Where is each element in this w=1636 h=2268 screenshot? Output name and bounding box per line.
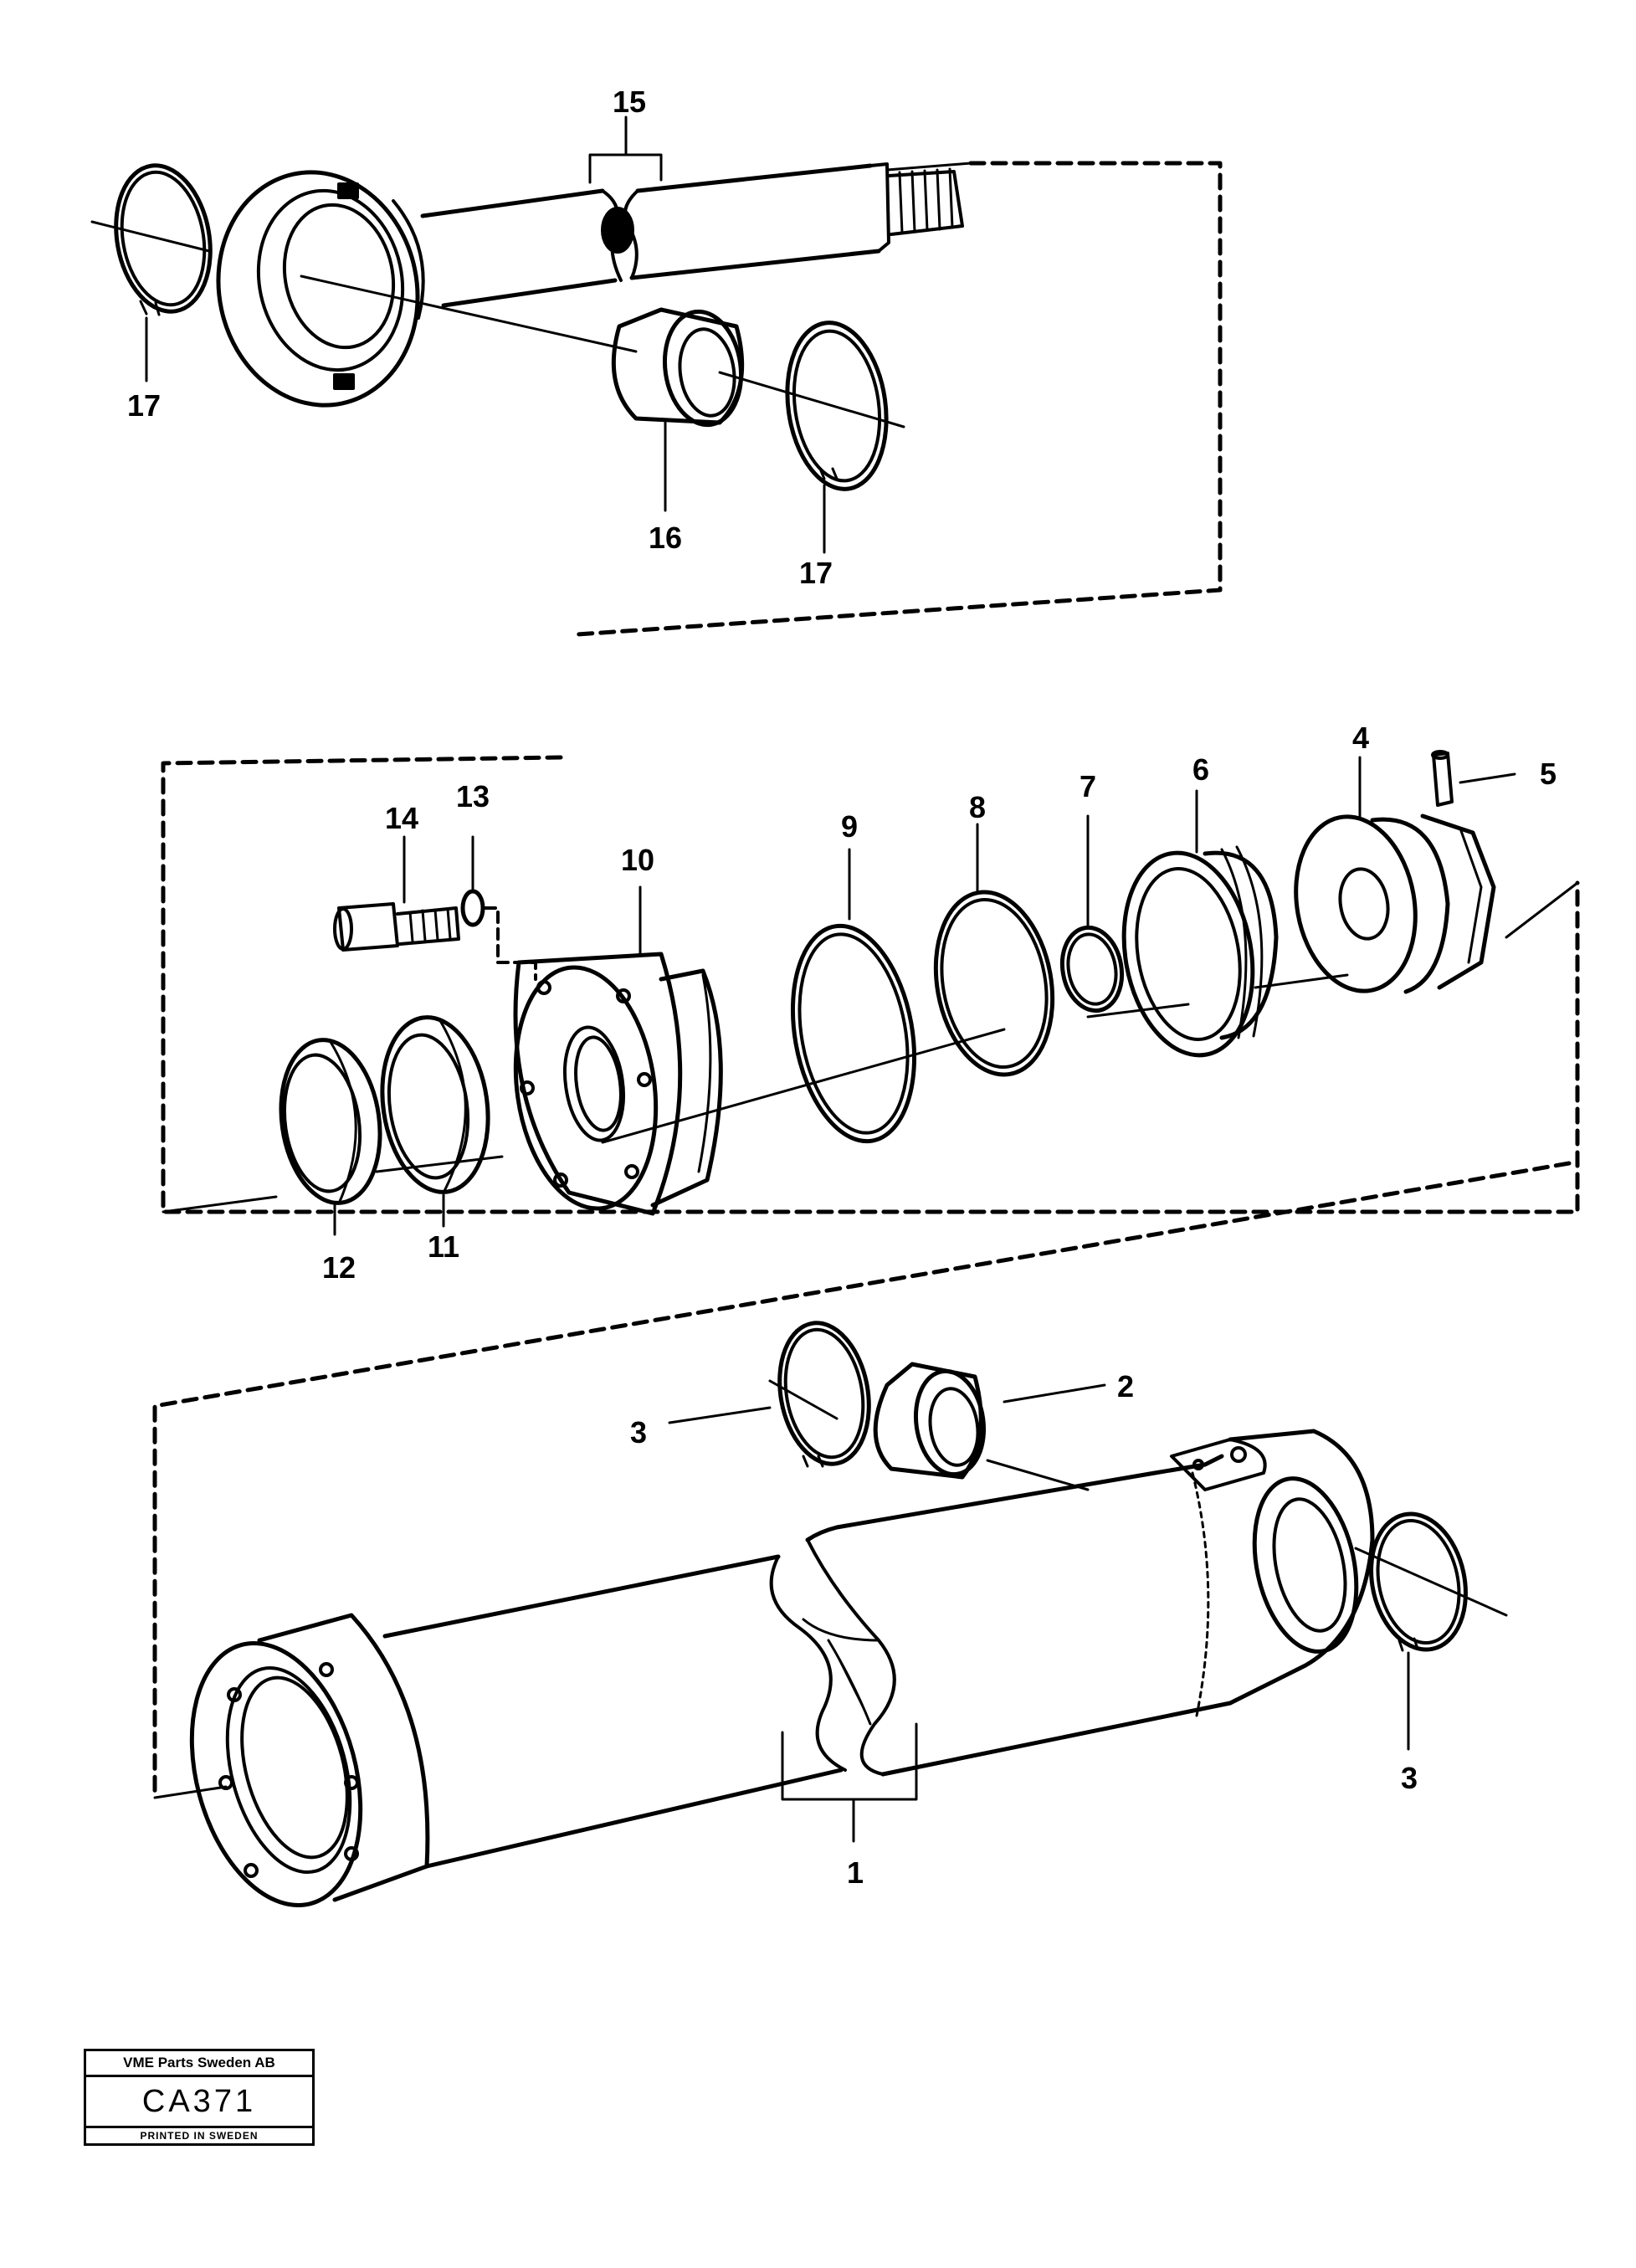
- callout-17-right: 17: [798, 556, 833, 590]
- illustration-code: CA371: [86, 2077, 312, 2128]
- dashed-frame-bottom: [152, 1161, 1572, 1798]
- stop-screw-5: [1431, 750, 1516, 807]
- company-name: VME Parts Sweden AB: [86, 2051, 312, 2077]
- callout-5: 5: [1539, 757, 1557, 791]
- callout-15: 15: [612, 85, 647, 119]
- retaining-ring-3-top: [668, 1321, 871, 1468]
- callout-13: 13: [455, 779, 490, 813]
- cylinder-head-10: [513, 885, 723, 1216]
- rod-body: [420, 115, 964, 308]
- callout-17-left: 17: [126, 388, 162, 423]
- dashed-frame-top: [575, 161, 1223, 637]
- bushing-2: [873, 1362, 1106, 1480]
- retaining-ring-left: [114, 163, 213, 382]
- title-block: VME Parts Sweden AB CA371 PRINTED IN SWE…: [84, 2049, 315, 2146]
- callout-14: 14: [384, 801, 419, 835]
- rod-eye: [216, 170, 425, 408]
- bolt-14: [333, 835, 460, 952]
- o-ring-9: [790, 848, 917, 1144]
- callout-3-right: 3: [1400, 1761, 1418, 1795]
- callout-12: 12: [321, 1250, 356, 1285]
- callout-1: 1: [846, 1855, 864, 1890]
- piston-6: [1121, 789, 1279, 1058]
- callout-9: 9: [840, 809, 859, 844]
- callout-8: 8: [968, 790, 987, 824]
- callout-11: 11: [427, 1229, 460, 1264]
- callout-4: 4: [1351, 721, 1370, 755]
- piston-rod-assembly: [90, 115, 1223, 637]
- printed-in-label: PRINTED IN SWEDEN: [140, 2130, 259, 2142]
- callout-3-top: 3: [629, 1415, 648, 1450]
- seal-12: [279, 1038, 382, 1236]
- dashed-frame-middle: [161, 755, 1580, 1214]
- retaining-ring-right: [785, 321, 889, 554]
- o-ring-7: [1059, 814, 1125, 1013]
- callout-6: 6: [1192, 752, 1210, 787]
- washer-13: [460, 835, 537, 981]
- o-ring-8: [933, 823, 1055, 1077]
- cylinder-tube-1: [189, 1429, 1375, 1907]
- seal-11: [380, 1015, 490, 1228]
- cylinder-head-assembly: [161, 750, 1580, 1236]
- axis-line-rod: [885, 162, 972, 172]
- nut-4: [1294, 756, 1496, 994]
- bushing-16: [611, 307, 745, 512]
- callout-16: 16: [648, 521, 683, 555]
- retaining-ring-3-right: [1369, 1511, 1468, 1751]
- cylinder-tube-assembly: [152, 1161, 1572, 1907]
- callout-7: 7: [1079, 769, 1097, 803]
- callout-2: 2: [1116, 1369, 1135, 1403]
- callout-10: 10: [620, 843, 655, 877]
